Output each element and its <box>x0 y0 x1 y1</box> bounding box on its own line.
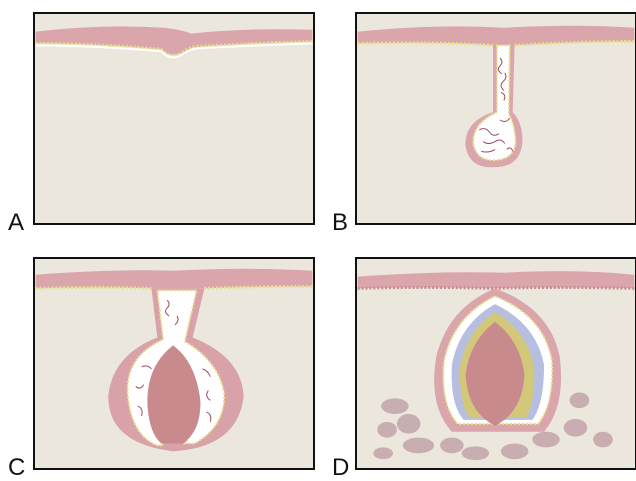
panel-a-hair-placode <box>33 12 315 225</box>
panel-d-label: D <box>332 456 349 480</box>
panel-d-illustration <box>357 259 635 468</box>
panel-c-label: C <box>8 456 25 480</box>
epidermis-layer <box>358 26 635 46</box>
panel-a-illustration <box>35 14 313 223</box>
panel-c-hair-peg <box>33 257 315 470</box>
panel-d-mature-follicle <box>355 257 636 470</box>
epidermis-layer <box>36 26 313 54</box>
epidermis-layer <box>36 269 313 289</box>
panel-c-illustration <box>35 259 313 468</box>
panel-a-label: A <box>8 211 24 235</box>
panel-b-hair-germ <box>355 12 636 225</box>
panel-b-illustration <box>357 14 635 223</box>
panel-b-label: B <box>332 211 348 235</box>
epidermis-layer <box>358 271 635 288</box>
